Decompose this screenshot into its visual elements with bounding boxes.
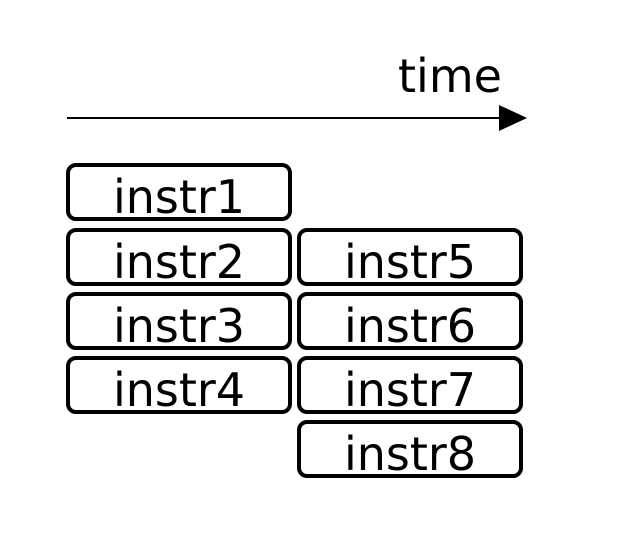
instr-box-8: instr8 xyxy=(297,420,523,478)
instr-box-2: instr2 xyxy=(66,228,292,286)
instr-box-7: instr7 xyxy=(297,356,523,414)
instr-label-6: instr6 xyxy=(343,299,477,353)
instr-box-5: instr5 xyxy=(297,228,523,286)
instr-label-5: instr5 xyxy=(343,235,477,289)
instr-label-8: instr8 xyxy=(343,427,477,481)
instr-box-3: instr3 xyxy=(66,292,292,350)
instr-box-1: instr1 xyxy=(66,163,292,221)
instr-label-7: instr7 xyxy=(343,363,477,417)
instr-box-6: instr6 xyxy=(297,292,523,350)
instr-label-3: instr3 xyxy=(112,299,246,353)
time-axis-label: time xyxy=(398,49,502,103)
instr-label-1: instr1 xyxy=(112,170,246,224)
instr-label-2: instr2 xyxy=(112,235,246,289)
instr-box-4: instr4 xyxy=(66,356,292,414)
instr-label-4: instr4 xyxy=(112,363,246,417)
